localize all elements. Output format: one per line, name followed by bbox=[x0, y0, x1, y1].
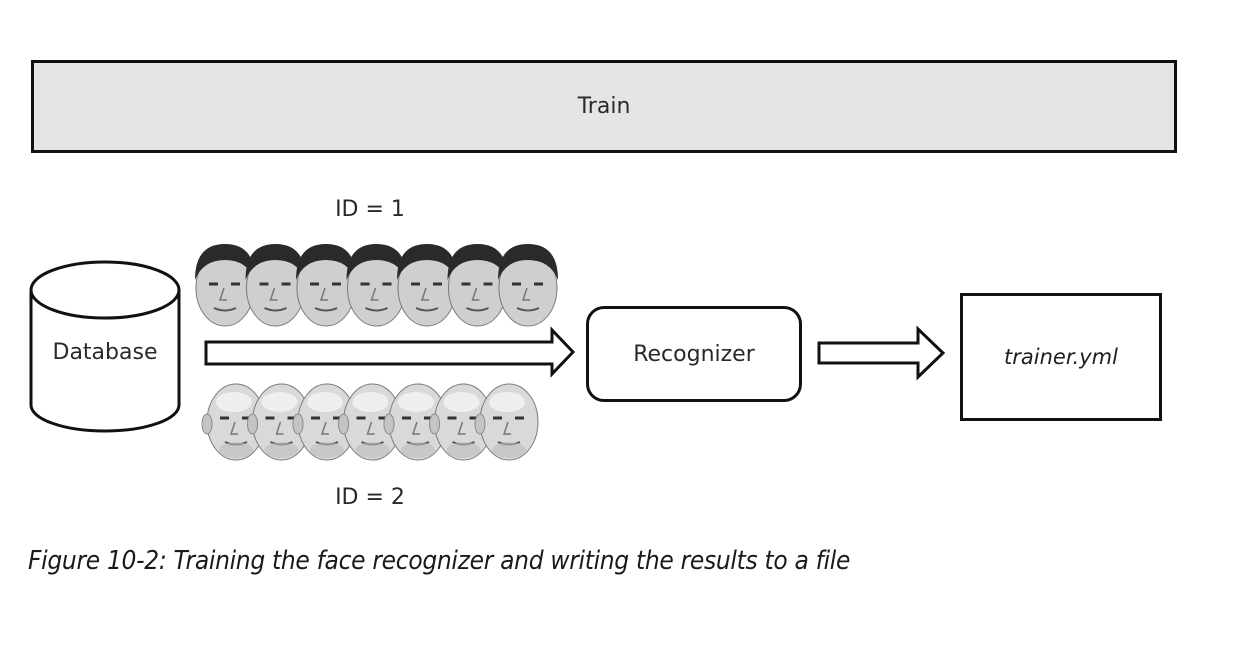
faces-row-id-1 bbox=[195, 244, 558, 327]
train-label: Train bbox=[577, 94, 631, 119]
faces-row-id-2 bbox=[201, 383, 539, 461]
face-bald-icon bbox=[201, 383, 266, 461]
face-bald-icon bbox=[292, 383, 357, 461]
face-bald-icon bbox=[247, 383, 311, 461]
database-cylinder-icon bbox=[29, 260, 181, 433]
face-dark-hair-icon bbox=[397, 244, 457, 327]
recognizer-label: Recognizer bbox=[633, 341, 755, 367]
output-file-label: trainer.yml bbox=[1004, 345, 1118, 369]
face-bald-icon bbox=[383, 383, 448, 461]
database-label: Database bbox=[52, 340, 158, 365]
face-dark-hair-icon bbox=[447, 244, 508, 327]
figure-caption: Figure 10-2: Training the face recognize… bbox=[28, 546, 851, 576]
group-1-label: ID = 1 bbox=[335, 197, 405, 222]
face-dark-hair-icon bbox=[498, 244, 558, 327]
recognizer-box: Recognizer bbox=[586, 306, 802, 402]
output-file-box: trainer.yml bbox=[960, 293, 1162, 421]
face-bald-icon bbox=[474, 383, 539, 461]
train-stage-bar: Train bbox=[31, 60, 1177, 153]
arrow-recognizer-to-file bbox=[817, 325, 946, 381]
group-2-label: ID = 2 bbox=[335, 485, 405, 510]
face-dark-hair-icon bbox=[296, 244, 356, 327]
face-dark-hair-icon bbox=[346, 244, 407, 327]
face-dark-hair-icon bbox=[245, 244, 306, 327]
face-dark-hair-icon bbox=[195, 244, 255, 327]
face-bald-icon bbox=[429, 383, 493, 461]
arrow-database-to-recognizer bbox=[204, 326, 576, 378]
